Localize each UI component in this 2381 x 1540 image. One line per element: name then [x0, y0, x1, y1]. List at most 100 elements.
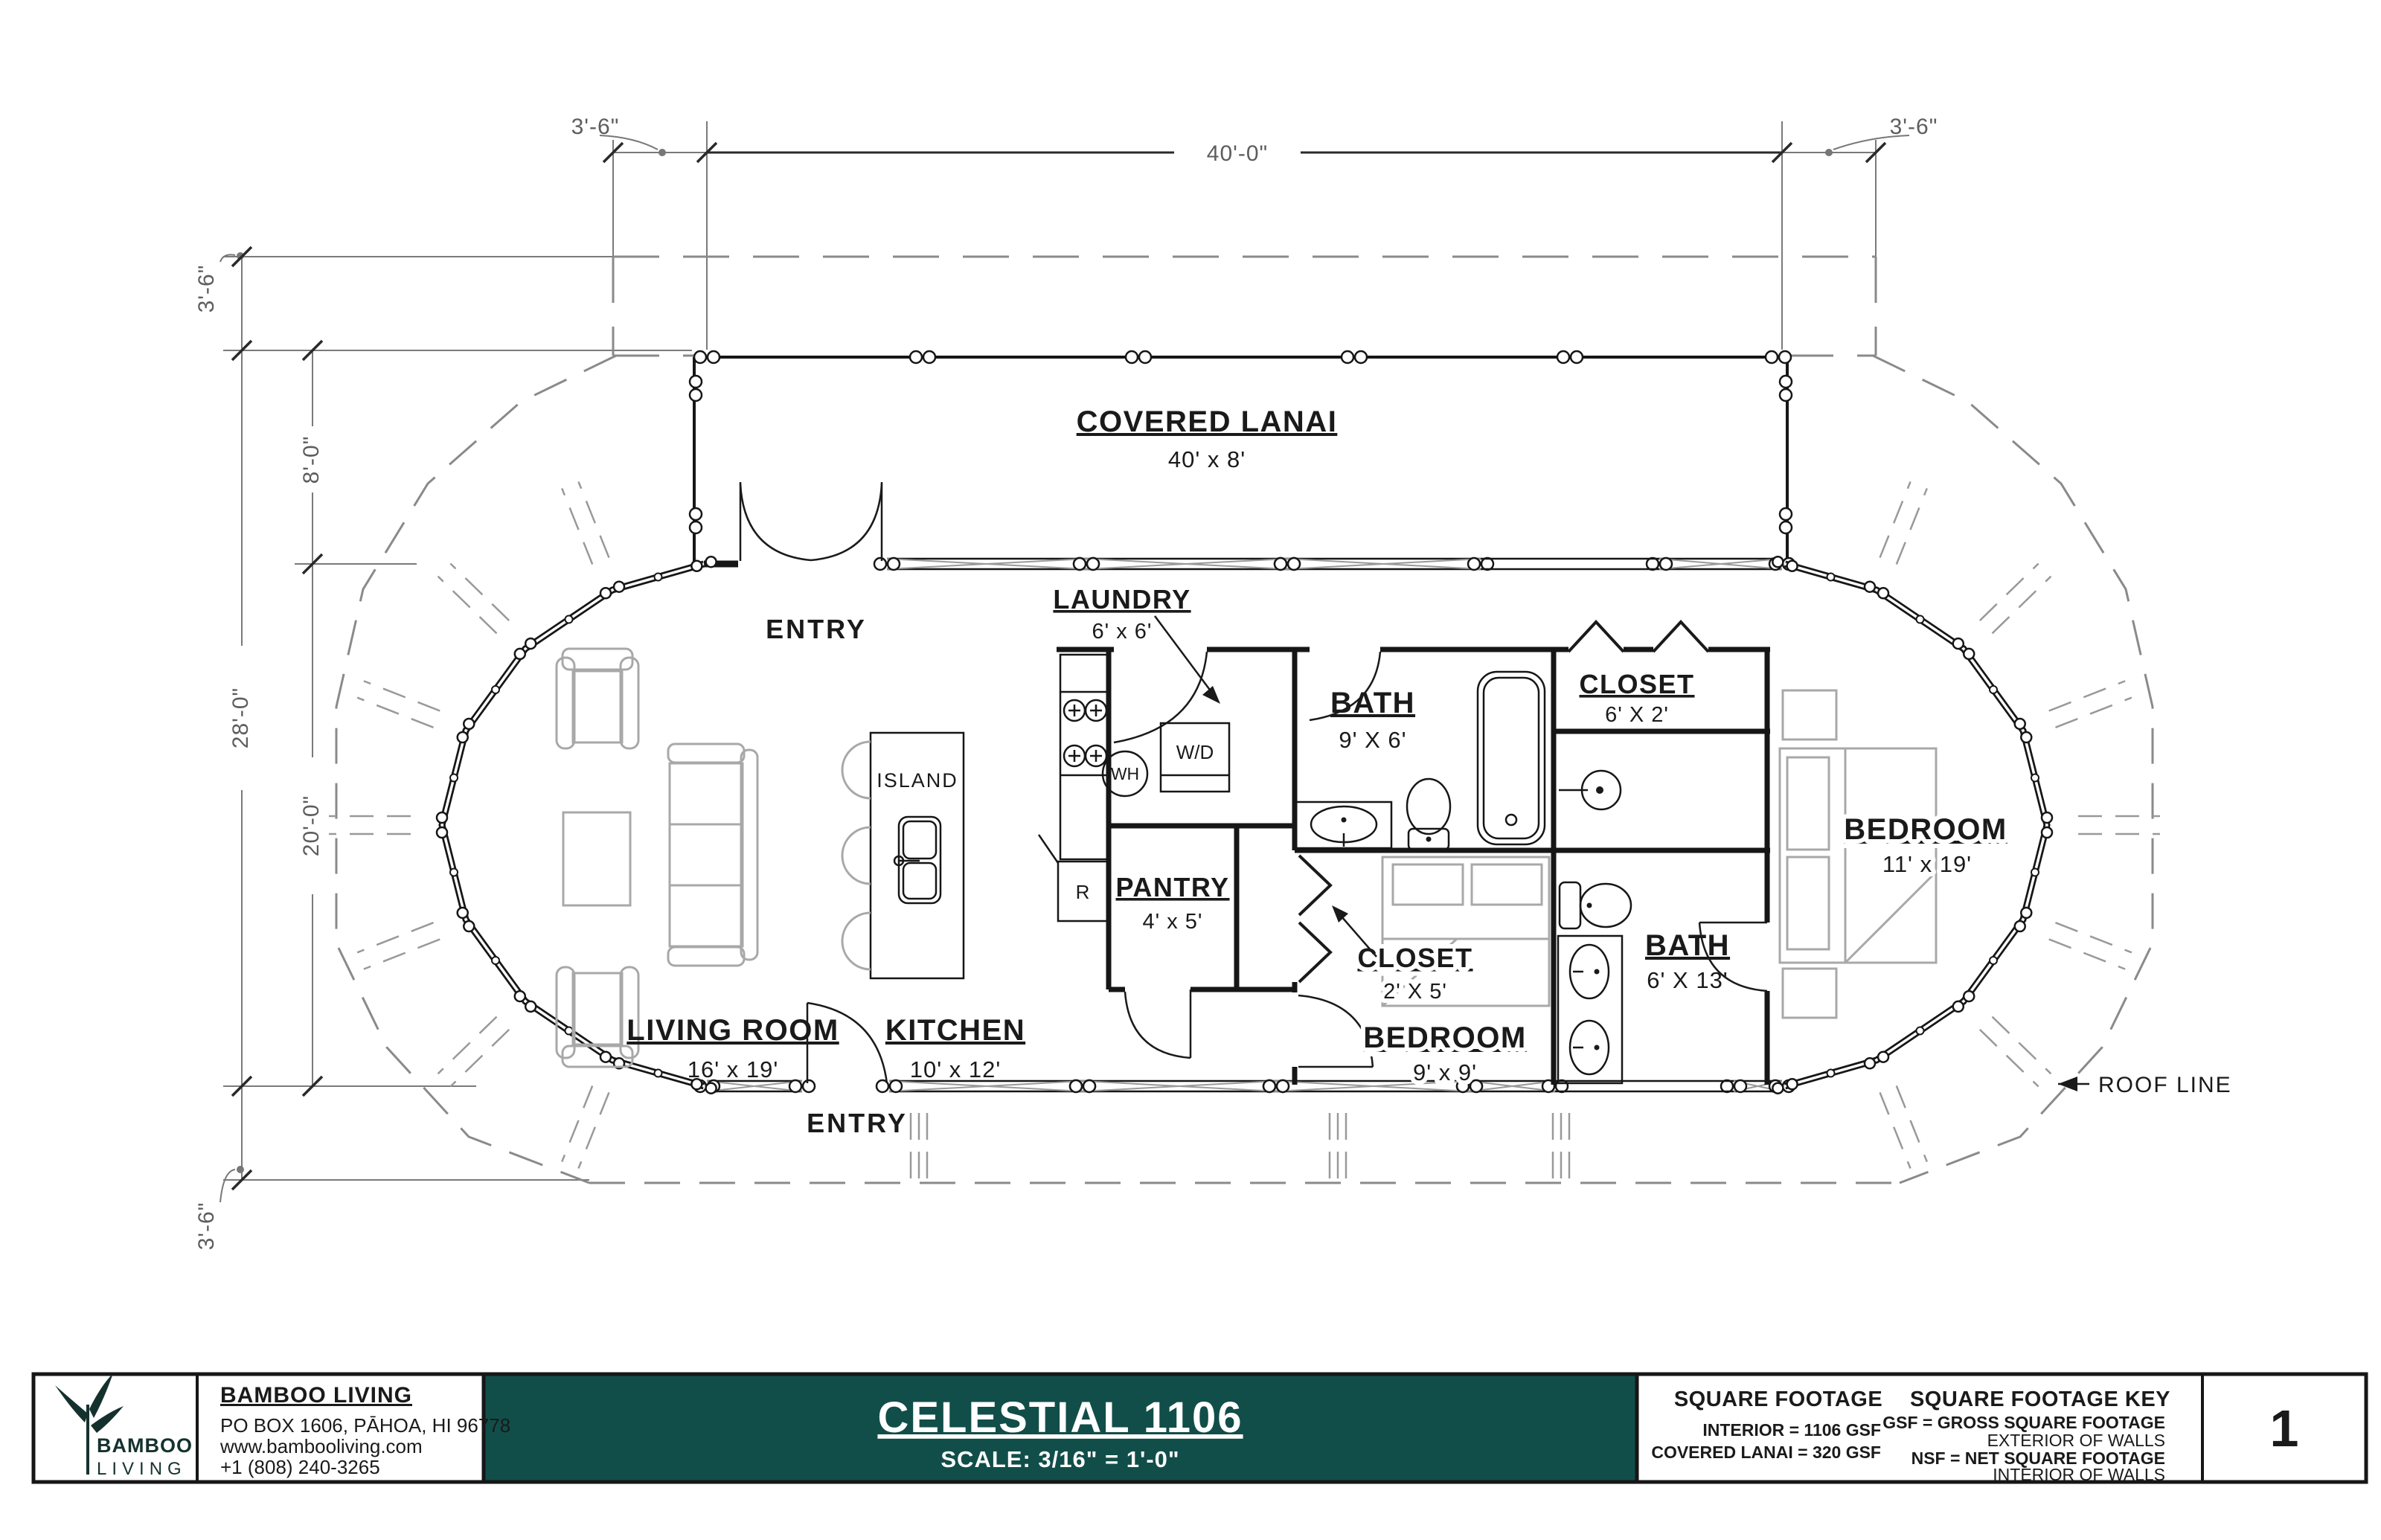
room-labels: LIVING ROOM 16' x 19' KITCHEN 10' x 12' … — [627, 584, 2010, 1138]
wall-post — [1469, 1079, 1484, 1094]
key-nsf-sub: INTERIOR OF WALLS — [1993, 1465, 2165, 1484]
dimension-tick — [301, 339, 324, 362]
coffee-table — [562, 811, 632, 907]
wall-post — [875, 1079, 890, 1094]
wall-post — [873, 556, 888, 571]
kitchen-label: KITCHEN — [885, 1014, 1025, 1047]
wall-post — [1275, 1079, 1290, 1094]
doors-layer — [739, 482, 1768, 1084]
master-closet-size: 6' X 2' — [1605, 703, 1669, 727]
wall-post — [1962, 989, 1975, 1003]
dimension-tick — [1771, 141, 1793, 164]
wall-post — [2013, 717, 2026, 731]
wall-post — [513, 647, 527, 661]
bamboo-living-logo: BAMBOO LIVING — [55, 1373, 193, 1479]
roof-rafter — [363, 938, 440, 970]
dimension-tick — [231, 1075, 253, 1097]
dim-overall: 28'-0" — [228, 687, 253, 748]
roof-rafter — [437, 575, 498, 635]
roof-rafter — [1978, 1028, 2039, 1088]
wall-post — [513, 989, 527, 1003]
wall-post — [1786, 559, 1798, 572]
wall-post — [2020, 731, 2033, 744]
roof-rafter — [1991, 575, 2052, 635]
key-gsf: GSF = GROSS SQUARE FOOTAGE — [1882, 1413, 2165, 1432]
wall-post — [456, 731, 469, 744]
roof-rafter — [1879, 481, 1911, 559]
wall-post — [1952, 1000, 1965, 1013]
pantry-label: PANTRY — [1116, 872, 1230, 902]
logo-word1: BAMBOO — [97, 1434, 193, 1457]
mullion-post — [1915, 615, 1925, 624]
bedroom-size: 9' x 9' — [1413, 1059, 1477, 1085]
wall-post — [1877, 1050, 1890, 1063]
roof-rafter — [561, 1085, 594, 1163]
furniture-layer: R W/D WH — [555, 647, 1938, 1085]
covered-lanai: COVERED LANAI 40' x 8' — [688, 350, 1793, 562]
master-bed — [1778, 689, 1938, 1019]
kitchen-island — [841, 731, 965, 980]
roof-rafter — [1895, 487, 1928, 565]
mullion-post — [653, 572, 663, 582]
wall-post — [612, 580, 626, 593]
wall-post — [1962, 647, 1975, 661]
wall-post — [788, 1079, 803, 1094]
window-lattice — [886, 558, 1087, 570]
wall-post — [1072, 556, 1087, 571]
roof-line-layer: ROOF LINE — [329, 255, 2232, 1184]
dim-left-bottom: 3'-6" — [194, 1202, 219, 1251]
kitchen-size: 10' x 12' — [910, 1056, 1002, 1082]
wall-post — [1772, 1082, 1784, 1094]
lanai-post — [1764, 350, 1779, 365]
dimension-tick — [301, 1075, 324, 1097]
dimension-tick — [1865, 141, 1887, 164]
wall-post — [1262, 1079, 1277, 1094]
roof-rafter — [449, 1028, 510, 1088]
curved-wall-inner — [1784, 562, 2048, 1088]
window-lattice — [1659, 558, 1783, 570]
mullion-post — [2031, 773, 2039, 783]
curved-wall-inner — [440, 562, 705, 1088]
washer-dryer-label: W/D — [1176, 741, 1214, 763]
living-room-label: LIVING ROOM — [627, 1014, 839, 1047]
bamboo-leaf-icon — [55, 1385, 88, 1422]
mullion-post — [1826, 572, 1836, 582]
dimension-tick — [696, 141, 718, 164]
roof-line-label: ROOF LINE — [2098, 1073, 2232, 1097]
roof-rafter — [1895, 1085, 1928, 1163]
mullion-post — [564, 615, 574, 624]
wall-post — [1645, 556, 1660, 571]
master-toilet — [1558, 881, 1632, 930]
pantry-size: 4' x 5' — [1143, 910, 1203, 934]
mullion-post — [2031, 867, 2039, 877]
dim-top-right: 3'-6" — [1890, 115, 1938, 139]
refrigerator: R — [1037, 834, 1109, 923]
mullion-post — [449, 773, 458, 783]
entry-top-label: ENTRY — [766, 614, 867, 644]
window-lattice — [706, 1080, 803, 1092]
living-room-size: 16' x 19' — [688, 1056, 779, 1082]
sqft-key-header: SQUARE FOOTAGE KEY — [1910, 1387, 2170, 1411]
company-name: BAMBOO LIVING — [220, 1383, 412, 1408]
window-lattice — [1275, 1080, 1470, 1092]
sqft-lanai: COVERED LANAI = 320 GSF — [1651, 1443, 1881, 1462]
wall-post — [705, 556, 717, 568]
master-bath-label: BATH — [1645, 929, 1730, 962]
wall-post — [886, 556, 901, 571]
roof-rafter — [2055, 921, 2132, 954]
wall-post — [2013, 920, 2026, 933]
refrigerator-label: R — [1076, 881, 1090, 903]
wall-post — [599, 587, 612, 600]
entry-bottom-label: ENTRY — [807, 1108, 908, 1138]
company-website[interactable]: www.bambooliving.com — [219, 1435, 423, 1457]
lanai-post — [688, 520, 703, 535]
bedroom-label: BEDROOM — [1363, 1021, 1526, 1054]
roof-rafter — [2055, 696, 2132, 729]
dimension-layer: 3'-6" 40'-0" 3'-6" 3'-6" 8'-0" 28'-0" 20… — [194, 115, 1938, 1251]
roof-rafter — [356, 921, 434, 954]
bath-label: BATH — [1330, 687, 1415, 719]
bathtub — [1476, 670, 1546, 846]
dimension-tick — [301, 553, 324, 575]
roof-rafter — [356, 696, 434, 729]
